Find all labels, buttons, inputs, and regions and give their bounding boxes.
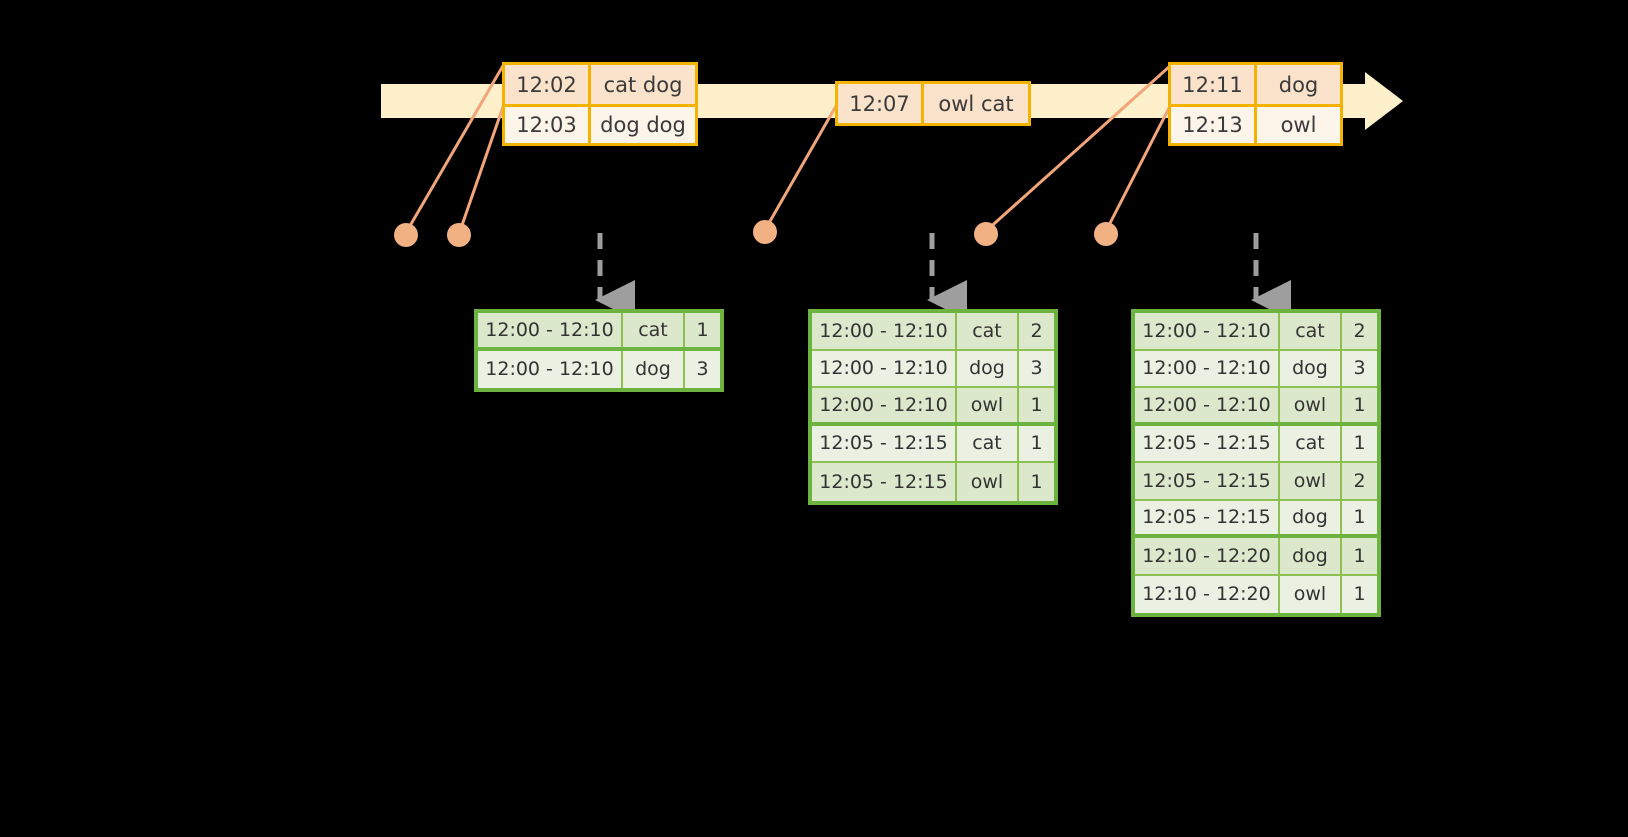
window-cell: 12:05 - 12:15 bbox=[1135, 500, 1280, 534]
window-cell: 12:05 - 12:15 bbox=[812, 425, 957, 461]
word-cell: cat bbox=[623, 313, 685, 347]
event-time: 12:11 bbox=[1171, 65, 1257, 104]
table-row[interactable]: 12:00 - 12:10 owl 1 bbox=[1135, 388, 1377, 426]
window-cell: 12:00 - 12:10 bbox=[478, 350, 623, 388]
window-cell: 12:00 - 12:10 bbox=[812, 388, 957, 422]
count-cell: 1 bbox=[1342, 575, 1377, 613]
window-cell: 12:00 - 12:10 bbox=[1135, 388, 1280, 422]
table-row[interactable]: 12:00 - 12:10 cat 2 bbox=[812, 313, 1054, 351]
window-cell: 12:10 - 12:20 bbox=[1135, 575, 1280, 613]
table-row[interactable]: 12:00 - 12:10 cat 2 bbox=[1135, 313, 1377, 351]
count-cell: 1 bbox=[1019, 463, 1054, 501]
count-cell: 1 bbox=[1342, 500, 1377, 534]
window-cell: 12:10 - 12:20 bbox=[1135, 538, 1280, 574]
word-cell: owl bbox=[1280, 575, 1342, 613]
event-row[interactable]: 12:13 owl bbox=[1171, 104, 1340, 143]
event-time: 12:07 bbox=[838, 84, 924, 123]
window-cell: 12:05 - 12:15 bbox=[1135, 463, 1280, 499]
word-cell: dog bbox=[1280, 538, 1342, 574]
event-words: dog dog bbox=[591, 107, 695, 143]
event-words: cat dog bbox=[591, 65, 695, 104]
count-cell: 1 bbox=[1342, 425, 1377, 461]
window-cell: 12:00 - 12:10 bbox=[812, 313, 957, 349]
event-row[interactable]: 12:03 dog dog bbox=[505, 104, 695, 143]
count-cell: 2 bbox=[1342, 463, 1377, 499]
timeline-arrow-head bbox=[1365, 72, 1403, 130]
word-cell: owl bbox=[1280, 463, 1342, 499]
result-table-3[interactable]: 12:00 - 12:10 cat 2 12:00 - 12:10 dog 3 … bbox=[1131, 309, 1381, 617]
table-row[interactable]: 12:00 - 12:10 cat 1 bbox=[478, 313, 720, 351]
event-words: owl cat bbox=[924, 84, 1028, 123]
count-cell: 2 bbox=[1019, 313, 1054, 349]
event-box-2[interactable]: 12:07 owl cat bbox=[835, 81, 1031, 126]
marker-dot bbox=[753, 220, 777, 244]
event-row[interactable]: 12:02 cat dog bbox=[505, 65, 695, 104]
event-box-1[interactable]: 12:02 cat dog 12:03 dog dog bbox=[502, 62, 698, 146]
count-cell: 1 bbox=[685, 313, 720, 347]
count-cell: 1 bbox=[1342, 538, 1377, 574]
word-cell: cat bbox=[1280, 313, 1342, 349]
word-cell: dog bbox=[957, 350, 1019, 386]
count-cell: 1 bbox=[1019, 425, 1054, 461]
count-cell: 2 bbox=[1342, 313, 1377, 349]
result-table-2[interactable]: 12:00 - 12:10 cat 2 12:00 - 12:10 dog 3 … bbox=[808, 309, 1058, 505]
table-row[interactable]: 12:10 - 12:20 owl 1 bbox=[1135, 575, 1377, 613]
count-cell: 1 bbox=[1019, 388, 1054, 422]
word-cell: dog bbox=[1280, 500, 1342, 534]
window-cell: 12:00 - 12:10 bbox=[812, 350, 957, 386]
window-cell: 12:00 - 12:10 bbox=[1135, 350, 1280, 386]
word-cell: owl bbox=[1280, 388, 1342, 422]
event-time: 12:13 bbox=[1171, 107, 1257, 143]
event-time: 12:03 bbox=[505, 107, 591, 143]
window-cell: 12:05 - 12:15 bbox=[812, 463, 957, 501]
event-time: 12:02 bbox=[505, 65, 591, 104]
table-row[interactable]: 12:05 - 12:15 cat 1 bbox=[1135, 425, 1377, 463]
table-row[interactable]: 12:10 - 12:20 dog 1 bbox=[1135, 538, 1377, 576]
table-row[interactable]: 12:00 - 12:10 owl 1 bbox=[812, 388, 1054, 426]
table-row[interactable]: 12:05 - 12:15 dog 1 bbox=[1135, 500, 1377, 538]
word-cell: owl bbox=[957, 463, 1019, 501]
table-row[interactable]: 12:05 - 12:15 cat 1 bbox=[812, 425, 1054, 463]
marker-dot bbox=[394, 223, 418, 247]
word-cell: cat bbox=[957, 313, 1019, 349]
count-cell: 1 bbox=[1342, 388, 1377, 422]
word-cell: dog bbox=[623, 350, 685, 388]
window-cell: 12:00 - 12:10 bbox=[1135, 313, 1280, 349]
table-row[interactable]: 12:00 - 12:10 dog 3 bbox=[478, 350, 720, 388]
window-cell: 12:05 - 12:15 bbox=[1135, 425, 1280, 461]
count-cell: 3 bbox=[685, 350, 720, 388]
word-cell: dog bbox=[1280, 350, 1342, 386]
table-row[interactable]: 12:00 - 12:10 dog 3 bbox=[812, 350, 1054, 388]
result-table-1[interactable]: 12:00 - 12:10 cat 1 12:00 - 12:10 dog 3 bbox=[474, 309, 724, 392]
table-row[interactable]: 12:05 - 12:15 owl 2 bbox=[1135, 463, 1377, 501]
event-words: dog bbox=[1257, 65, 1340, 104]
word-cell: cat bbox=[1280, 425, 1342, 461]
table-row[interactable]: 12:05 - 12:15 owl 1 bbox=[812, 463, 1054, 501]
word-cell: owl bbox=[957, 388, 1019, 422]
table-row[interactable]: 12:00 - 12:10 dog 3 bbox=[1135, 350, 1377, 388]
marker-dot bbox=[974, 222, 998, 246]
event-row[interactable]: 12:11 dog bbox=[1171, 65, 1340, 104]
event-words: owl bbox=[1257, 107, 1340, 143]
count-cell: 3 bbox=[1019, 350, 1054, 386]
count-cell: 3 bbox=[1342, 350, 1377, 386]
word-cell: cat bbox=[957, 425, 1019, 461]
marker-dot bbox=[447, 223, 471, 247]
event-row[interactable]: 12:07 owl cat bbox=[838, 84, 1028, 123]
event-box-3[interactable]: 12:11 dog 12:13 owl bbox=[1168, 62, 1343, 146]
marker-dot bbox=[1094, 222, 1118, 246]
window-cell: 12:00 - 12:10 bbox=[478, 313, 623, 347]
